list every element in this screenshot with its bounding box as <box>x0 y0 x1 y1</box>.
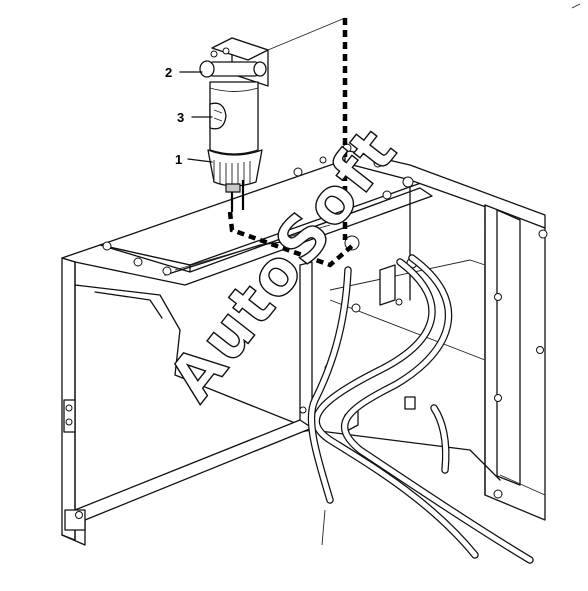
leaders <box>179 71 213 163</box>
hoses <box>307 254 534 564</box>
fuel-filter-icon <box>199 37 269 212</box>
frame-structure <box>61 149 546 546</box>
callout-2: 2 <box>165 65 172 80</box>
callout-1: 1 <box>175 152 182 167</box>
callout-3: 3 <box>177 110 184 125</box>
install-path <box>227 18 354 268</box>
